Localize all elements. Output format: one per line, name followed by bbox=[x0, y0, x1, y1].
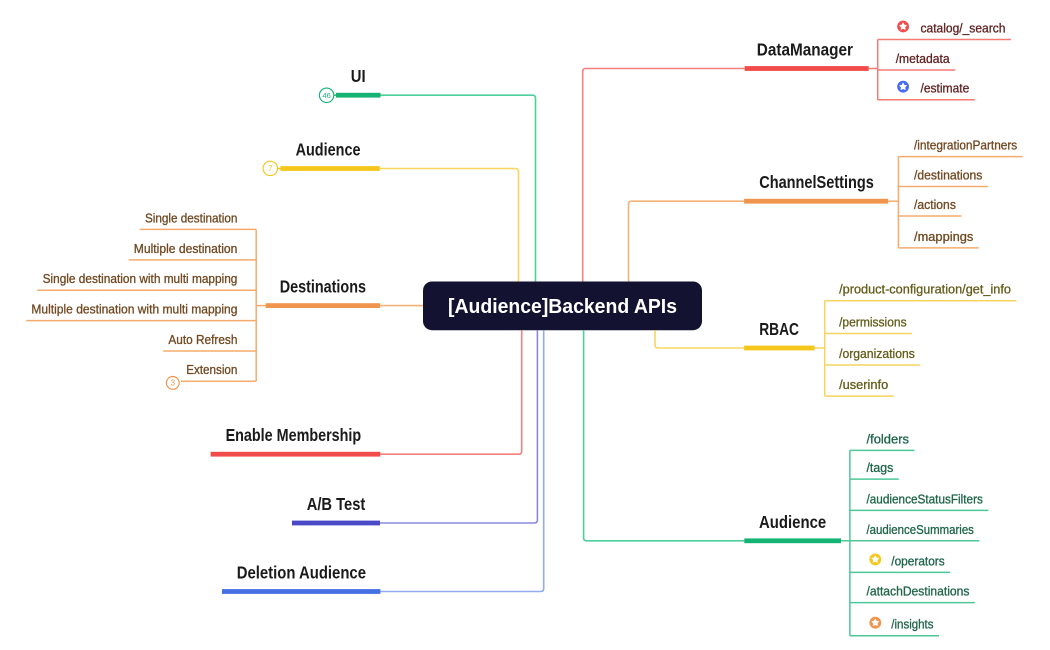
svg-text:/tags: /tags bbox=[867, 460, 894, 475]
svg-text:Extension: Extension bbox=[186, 362, 237, 377]
svg-text:/metadata: /metadata bbox=[896, 51, 951, 66]
svg-text:/insights: /insights bbox=[891, 617, 934, 632]
svg-text:Multiple destination with mult: Multiple destination with multi mapping bbox=[31, 302, 237, 317]
svg-text:Single destination with multi: Single destination with multi mapping bbox=[43, 271, 238, 286]
svg-text:46: 46 bbox=[322, 91, 330, 100]
svg-text:catalog/_search: catalog/_search bbox=[921, 21, 1006, 36]
svg-text:Enable Membership: Enable Membership bbox=[226, 425, 362, 445]
svg-text:Deletion Audience: Deletion Audience bbox=[237, 563, 367, 583]
svg-text:/operators: /operators bbox=[891, 553, 945, 568]
svg-text:/product-configuration/get_inf: /product-configuration/get_info bbox=[839, 282, 1011, 297]
svg-text:/mappings: /mappings bbox=[914, 229, 974, 244]
svg-text:/estimate: /estimate bbox=[921, 81, 970, 96]
svg-text:ChannelSettings: ChannelSettings bbox=[759, 172, 874, 192]
svg-text:UI: UI bbox=[351, 66, 366, 86]
svg-text:7: 7 bbox=[268, 164, 273, 173]
svg-text:A/B Test: A/B Test bbox=[307, 494, 366, 514]
svg-text:/actions: /actions bbox=[914, 197, 956, 212]
svg-text:/destinations: /destinations bbox=[914, 168, 983, 183]
svg-text:DataManager: DataManager bbox=[757, 40, 853, 60]
svg-text:Audience: Audience bbox=[759, 512, 826, 532]
svg-text:3: 3 bbox=[171, 379, 176, 388]
svg-text:/attachDestinations: /attachDestinations bbox=[867, 584, 970, 599]
svg-text:/userinfo: /userinfo bbox=[839, 377, 888, 392]
svg-text:/permissions: /permissions bbox=[839, 315, 907, 330]
svg-text:/integrationPartners: /integrationPartners bbox=[914, 138, 1018, 153]
svg-text:Audience: Audience bbox=[296, 140, 361, 160]
svg-text:[Audience]Backend APIs: [Audience]Backend APIs bbox=[448, 295, 677, 318]
svg-text:Auto Refresh: Auto Refresh bbox=[168, 332, 237, 347]
svg-text:Destinations: Destinations bbox=[280, 277, 367, 297]
svg-text:Single destination: Single destination bbox=[145, 210, 237, 225]
svg-text:/audienceStatusFilters: /audienceStatusFilters bbox=[867, 491, 984, 506]
svg-text:/audienceSummaries: /audienceSummaries bbox=[867, 522, 975, 537]
svg-text:/organizations: /organizations bbox=[839, 346, 915, 361]
svg-text:RBAC: RBAC bbox=[759, 319, 799, 339]
svg-text:Multiple destination: Multiple destination bbox=[134, 241, 238, 256]
svg-text:/folders: /folders bbox=[867, 431, 910, 446]
